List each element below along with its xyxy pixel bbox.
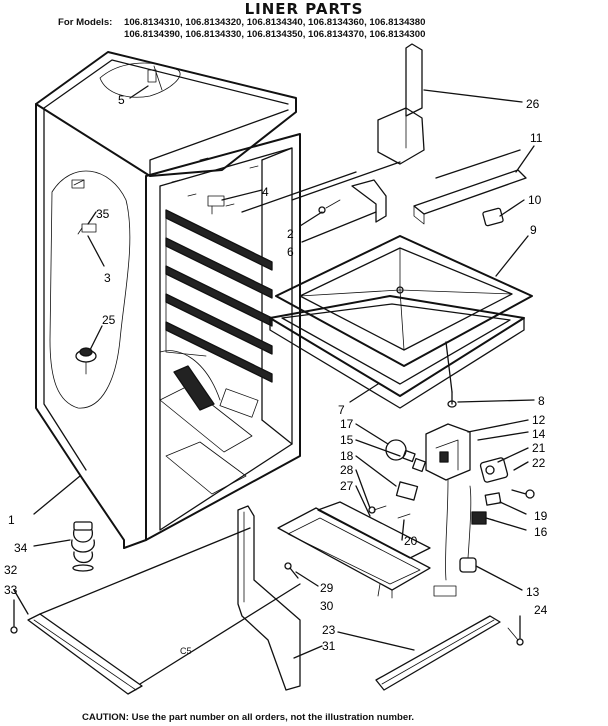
callout-30: 30	[320, 599, 334, 613]
part-7-tray	[269, 295, 525, 409]
callout-6: 6	[287, 245, 294, 259]
part-11-rail	[413, 169, 527, 225]
part-31-tube	[237, 505, 301, 691]
part-6-bracket	[318, 179, 387, 223]
callout-24: 24	[534, 603, 548, 617]
caution-text: Use the part number on all orders, not t…	[131, 712, 415, 723]
callout-23: 23	[322, 623, 336, 637]
callout-27: 27	[340, 479, 354, 493]
part-21-knob	[479, 457, 535, 499]
callout-10: 10	[528, 193, 542, 207]
callout-7: 7	[338, 403, 345, 417]
callout-22: 22	[532, 456, 546, 470]
models-label: For Models:	[58, 17, 113, 28]
callout-19: 19	[534, 509, 548, 523]
callout-12: 12	[532, 413, 546, 427]
model-row-2: 106.8134390, 106.8134330, 106.8134350, 1…	[58, 29, 425, 41]
callout-2: 2	[287, 227, 294, 241]
leader-lines	[13, 85, 535, 685]
callout-3: 3	[104, 271, 111, 285]
callout-18: 18	[340, 449, 354, 463]
callout-28: 28	[340, 463, 354, 477]
part-17-bulb	[385, 439, 427, 473]
part-32-rail	[10, 613, 143, 695]
callout-29: 29	[320, 581, 334, 595]
callout-25: 25	[102, 313, 116, 327]
caution-note: CAUTION: Use the part number on all orde…	[82, 712, 414, 723]
callout-13: 13	[526, 585, 540, 599]
part-19-switch	[471, 492, 502, 525]
callout-34: 34	[14, 541, 28, 555]
part-8-screw	[447, 391, 457, 408]
part-9-shelf	[275, 235, 533, 367]
callout-1: 1	[8, 513, 15, 527]
part-34-leg	[71, 521, 95, 572]
part-26-channel	[377, 43, 425, 165]
callout-9: 9	[530, 223, 537, 237]
callout-33: 33	[4, 583, 18, 597]
callout-21: 21	[532, 441, 546, 455]
callout-17: 17	[340, 417, 354, 431]
model-row-1: For Models: 106.8134310, 106.8134320, 106…	[58, 17, 425, 29]
callout-16: 16	[534, 525, 548, 539]
part-23-rail	[375, 615, 524, 691]
callout-4: 4	[262, 185, 269, 199]
part-13-connector	[433, 479, 477, 597]
callout-8: 8	[538, 394, 545, 408]
caution-prefix: CAUTION:	[82, 712, 129, 723]
model-numbers-row-1: 106.8134310, 106.8134320, 106.8134340, 1…	[124, 17, 426, 28]
callout-31: 31	[322, 639, 336, 653]
model-numbers-row-2: 106.8134390, 106.8134330, 106.8134350, 1…	[124, 29, 426, 40]
callout-11: 11	[530, 131, 543, 145]
callout-labels: 5 4 2 6 26 11 10 9 35 3 25 7 8 12 14 21 …	[4, 93, 548, 653]
callout-5: 5	[118, 93, 125, 107]
part-12-housing	[425, 423, 471, 481]
page-title: LINER PARTS	[244, 0, 364, 18]
callout-15: 15	[340, 433, 354, 447]
callout-35: 35	[96, 207, 110, 221]
callout-32: 32	[4, 563, 18, 577]
part-10-clip	[482, 207, 504, 227]
part-27-cover-assembly	[277, 481, 431, 599]
model-list: For Models: 106.8134310, 106.8134320, 106…	[58, 17, 425, 41]
cabinet-liner	[35, 51, 301, 549]
drawing-code: C5	[180, 646, 192, 656]
callout-20: 20	[404, 534, 418, 548]
part-29-screw	[284, 562, 299, 579]
callout-14: 14	[532, 427, 546, 441]
callout-26: 26	[526, 97, 540, 111]
